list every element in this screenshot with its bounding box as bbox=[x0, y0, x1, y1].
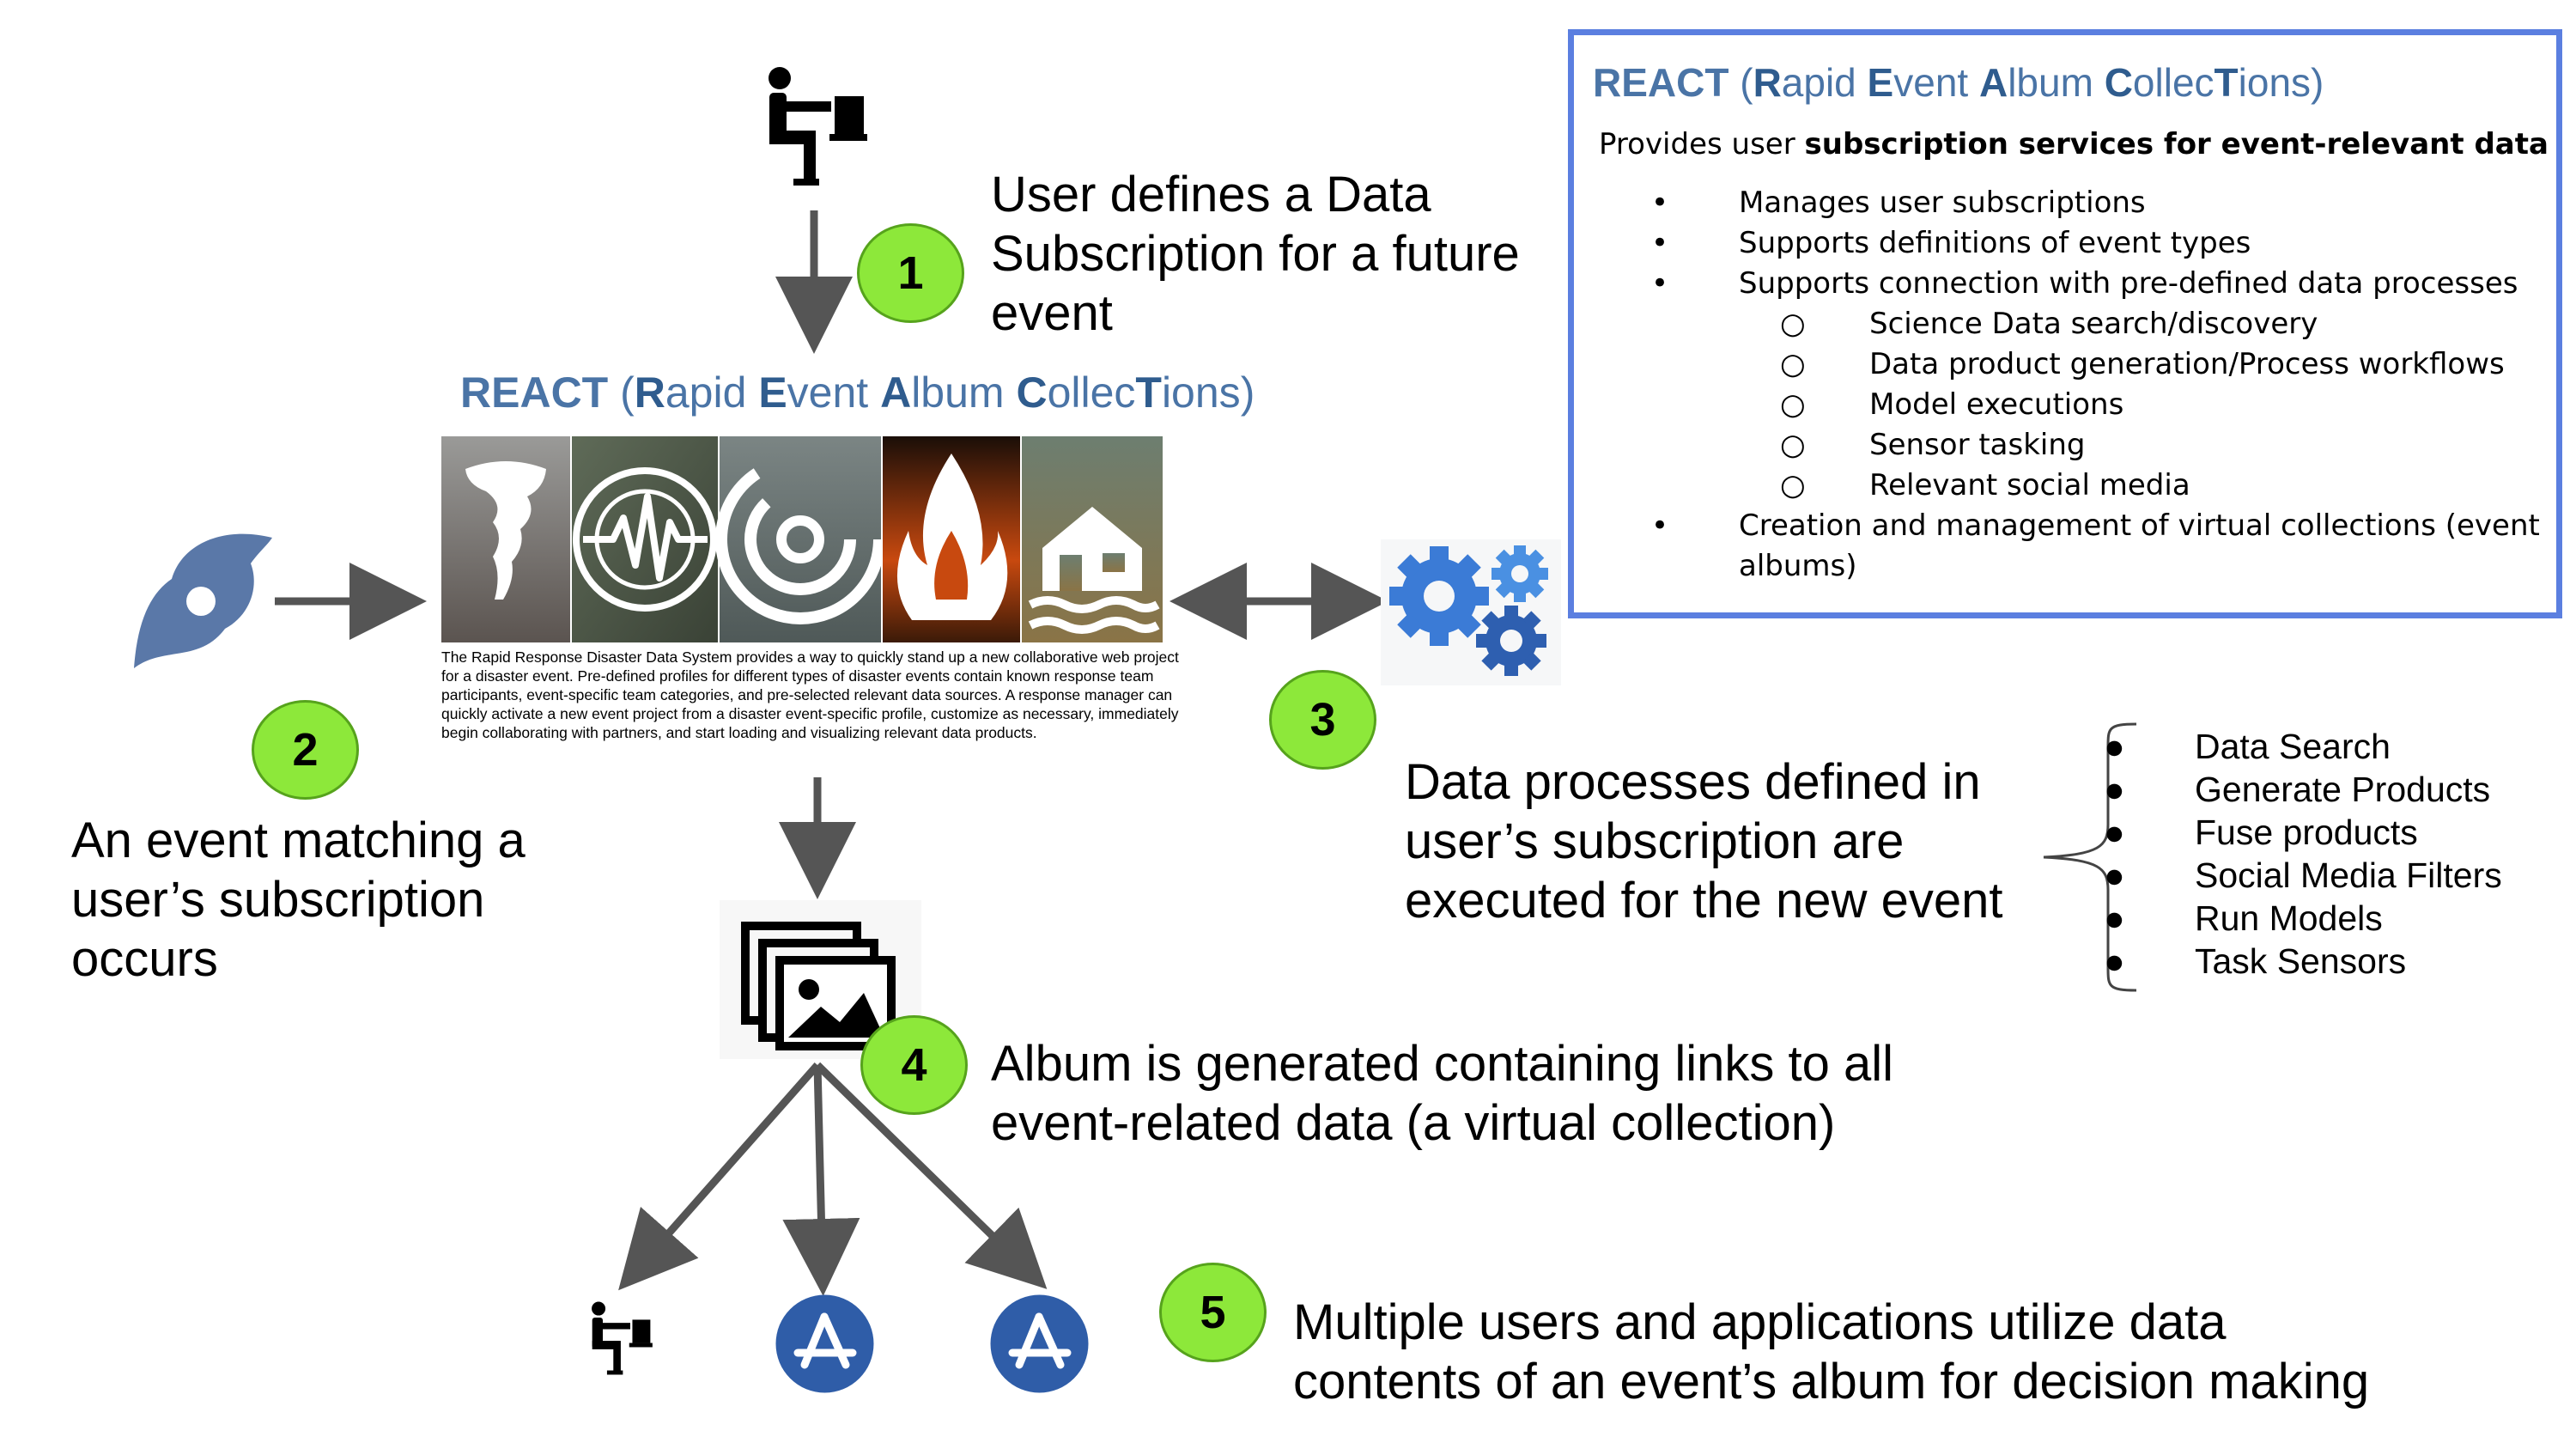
process-item: Generate Products bbox=[2195, 770, 2491, 809]
react-letter-e: E bbox=[1867, 60, 1894, 105]
react-word-collec: ollec bbox=[1047, 368, 1136, 417]
info-sub-bullet: Sensor tasking bbox=[1869, 428, 2086, 462]
react-letter-t: T bbox=[2214, 60, 2239, 105]
step-4-line: event-related data (a virtual collection… bbox=[991, 1095, 1836, 1151]
react-paren-close: ) bbox=[1240, 368, 1255, 417]
hurricane-tile bbox=[715, 436, 885, 642]
step-2-line: occurs bbox=[71, 931, 218, 987]
disaster-image-strip bbox=[441, 436, 1163, 642]
react-paren-open: ( bbox=[1728, 60, 1753, 105]
react-paren-open: ( bbox=[608, 368, 635, 417]
react-word-rapid: apid bbox=[665, 368, 759, 417]
step-4-line: Album is generated containing links to a… bbox=[991, 1036, 1894, 1092]
react-letter-a: A bbox=[880, 368, 912, 417]
step-5-line: contents of an event’s album for decisio… bbox=[1293, 1354, 2370, 1409]
react-word-rapid: apid bbox=[1781, 60, 1868, 105]
step-3-badge: 3 bbox=[1269, 670, 1376, 770]
react-word-collec: ollec bbox=[2132, 60, 2215, 105]
step-4-badge: 4 bbox=[860, 1015, 968, 1115]
react-letter-t: T bbox=[1135, 368, 1162, 417]
photo-album-icon bbox=[720, 900, 921, 1059]
step-1-badge: 1 bbox=[857, 223, 964, 323]
process-item: Run Models bbox=[2195, 898, 2383, 938]
info-bullet: Creation and management of virtual colle… bbox=[1739, 508, 2540, 543]
app-store-icon[interactable] bbox=[775, 1294, 874, 1393]
step-3-text: Data processes defined in user’s subscri… bbox=[1405, 752, 2002, 930]
step-3-line: executed for the new event bbox=[1405, 873, 2003, 928]
hurricane-icon bbox=[134, 533, 272, 668]
react-word-album: lbum bbox=[911, 368, 1017, 417]
react-letter-c: C bbox=[2104, 60, 2133, 105]
info-bullet: Manages user subscriptions bbox=[1739, 186, 2146, 220]
react-box-title: REACT (Rapid Event Album CollecTions) bbox=[1593, 59, 2324, 106]
arrow-album-to-app2 bbox=[814, 1062, 1048, 1289]
flood-tile bbox=[1022, 436, 1163, 642]
step-1-line: Subscription for a future bbox=[991, 226, 1520, 282]
step-3-line: user’s subscription are bbox=[1405, 813, 1905, 869]
step-2-line: user’s subscription bbox=[71, 872, 485, 928]
user-at-computer-icon bbox=[769, 67, 867, 186]
react-word-event: vent bbox=[1893, 60, 1979, 105]
process-list-brace bbox=[2043, 722, 2137, 992]
react-word-ions: ions bbox=[2238, 60, 2312, 105]
step-4-text: Album is generated containing links to a… bbox=[991, 1034, 1893, 1153]
earthquake-tile bbox=[572, 436, 718, 642]
react-letter-c: C bbox=[1016, 368, 1048, 417]
process-item: Fuse products bbox=[2195, 813, 2418, 852]
info-bullet: Supports definitions of event types bbox=[1739, 226, 2251, 260]
step-5-line: Multiple users and applications utilize … bbox=[1293, 1294, 2227, 1350]
react-letter-r: R bbox=[1753, 60, 1782, 105]
info-sub-bullet: Model executions bbox=[1869, 387, 2124, 422]
user-at-computer-icon bbox=[592, 1301, 653, 1375]
step-2-text: An event matching a user’s subscription … bbox=[71, 811, 526, 989]
step-3-line: Data processes defined in bbox=[1405, 754, 1981, 810]
intro-plain: Provides user bbox=[1599, 127, 1805, 161]
step-5-badge: 5 bbox=[1159, 1263, 1267, 1362]
step-2-badge: 2 bbox=[252, 700, 359, 800]
react-word-ions: ions bbox=[1161, 368, 1241, 417]
step-1-line: User defines a Data bbox=[991, 167, 1431, 222]
react-letter-r: R bbox=[634, 368, 665, 417]
arrow-album-to-app1 bbox=[782, 1064, 860, 1296]
react-info-box: REACT (Rapid Event Album CollecTions) Pr… bbox=[1568, 29, 2562, 618]
gears-icon bbox=[1381, 539, 1561, 685]
react-description: The Rapid Response Disaster Data System … bbox=[441, 648, 1179, 741]
app-store-icon[interactable] bbox=[990, 1294, 1089, 1393]
react-acronym: REACT bbox=[1593, 60, 1729, 105]
react-letter-a: A bbox=[1978, 60, 2008, 105]
react-letter-e: E bbox=[758, 368, 787, 417]
react-paren-close: ) bbox=[2311, 60, 2324, 105]
process-item: Task Sensors bbox=[2195, 941, 2407, 981]
process-item: Social Media Filters bbox=[2195, 855, 2502, 895]
process-list: ●Data Search ●Generate Products ●Fuse pr… bbox=[2104, 727, 2502, 981]
react-center-title: REACT (Rapid Event Album CollecTions) bbox=[460, 368, 1255, 417]
info-bullet-continued: albums) bbox=[1739, 549, 1857, 583]
react-word-album: lbum bbox=[2008, 60, 2105, 105]
react-acronym: REACT bbox=[460, 368, 609, 417]
arrow-album-to-user bbox=[618, 1062, 821, 1291]
step-1-line: event bbox=[991, 285, 1113, 341]
process-item: Data Search bbox=[2195, 727, 2391, 766]
step-5-text: Multiple users and applications utilize … bbox=[1293, 1293, 2369, 1411]
info-sub-bullet: Data product generation/Process workflow… bbox=[1869, 347, 2505, 381]
info-sub-bullet: Science Data search/discovery bbox=[1869, 307, 2318, 341]
fire-tile bbox=[883, 436, 1020, 642]
react-box-intro: Provides user subscription services for … bbox=[1599, 127, 2549, 161]
intro-bold: subscription services for event-relevant… bbox=[1804, 127, 2549, 161]
tornado-tile bbox=[441, 436, 570, 642]
step-2-line: An event matching a bbox=[71, 813, 526, 868]
info-bullet: Supports connection with pre-defined dat… bbox=[1739, 266, 2518, 301]
info-sub-bullet: Relevant social media bbox=[1869, 468, 2190, 502]
react-word-event: vent bbox=[787, 368, 881, 417]
step-1-text: User defines a Data Subscription for a f… bbox=[991, 165, 1520, 343]
